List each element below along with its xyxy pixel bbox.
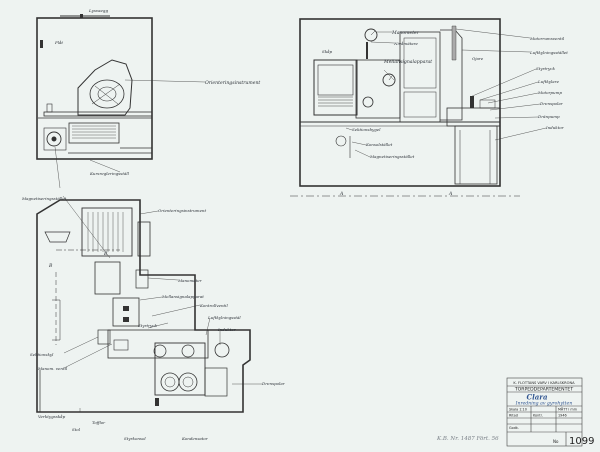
sektionsbygel-label: Sektionsbygel [352,127,381,132]
luftkylningsstallet-label: Luftkylningsstället [529,50,568,55]
plan-stol-label: Stol [72,427,81,432]
skap-label: Skåp [322,49,333,54]
plan-tofflor-label: Tofflor [92,420,106,425]
drawing-subtitle: Inredning av gyrohytten [515,401,573,407]
magnetisering-label: Magnetiseringsstället [369,154,415,159]
kontr-label: Kontr. [533,414,543,418]
plan-styrkonsol-label: Styrkonsol [124,436,146,441]
drawing-number: 1099 [569,436,594,447]
approved-label: Godk. [509,426,519,430]
top-right-elevation-view [290,18,547,197]
lysvaegg-label: Lysvaegg [88,8,108,13]
plan-manometer-label: Manometer [177,278,203,283]
plan-manom-ventil-label: Manom. ventil [37,366,68,371]
section-a-right: A [448,191,453,197]
plan-b-left: B [48,263,53,269]
project-name: Clara [527,393,548,402]
plan-verktygsskap-label: Verktygsskåp [38,414,66,419]
plan-view [36,195,262,413]
title-block [506,377,583,447]
title-line1: K. FLOTTANS VARV I KARLSKRONA [513,381,575,385]
section-a-left: A [339,191,344,197]
motorpump-label: Motorpump [537,90,562,95]
drawing-no-prefix: No [553,439,559,444]
konsolstallet-label: Konsolstället [365,142,393,147]
plan-induktor-label: Induktor [217,327,237,332]
luftkylare-label: Luftkylare [537,79,560,84]
plan-luftkylning-label: Luftkylningsstäl [207,315,241,320]
year-label: 1946 [558,414,567,418]
plan-drenspolar-label: Drenspolar [261,381,286,386]
plan-styrtryck-label: Styrtryck [138,323,158,328]
mat-label: MÅTT i mm [558,407,578,412]
orienteringsinstrument-label: Orienteringsinstrument [205,80,260,86]
plan-b-right: B [103,251,108,257]
plan-sektion-label: Sektion­skyl [30,352,54,357]
plan-kondensator-label: Kondensator [181,436,209,441]
scale-label: Skala 1:10 [509,408,527,412]
dranpump-label: Dränpump [537,114,560,119]
plan-kontrollventil-label: Kontrollventil [199,303,228,308]
magnetiseringsstallet-label: Magnetiseringsstället [21,196,67,201]
drenspolar-label: Drenspolar [539,101,564,106]
styrtryck-label: Styrtryck [536,66,556,71]
mellanapparat-label: Mellansignalapparat [383,59,432,65]
kursreglering-label: Kursreglerings­ställ [89,171,130,176]
plan-mellanapparat-label: Mellansignalapparat [161,294,204,299]
title-line2: TORPEDDEPARTEMENTET [514,387,573,393]
ritad-label: Ritad [509,414,518,418]
manometer-label: Manometer [391,30,420,36]
motorrumsventil-label: Motorrumsventil [529,36,565,41]
plat-label: Plåt [54,40,63,45]
plan-orienteringsinstrument-label: Orienteringsinstrument [158,208,207,213]
top-left-elevation-view [36,14,206,189]
nivamatare-label: Nivåmätare [393,41,419,46]
induktor-label: Induktor [545,125,565,130]
margin-note: K.B. Nr. 1487 Fört. 56 [436,436,499,442]
ojare-label: Ojare [472,56,484,61]
